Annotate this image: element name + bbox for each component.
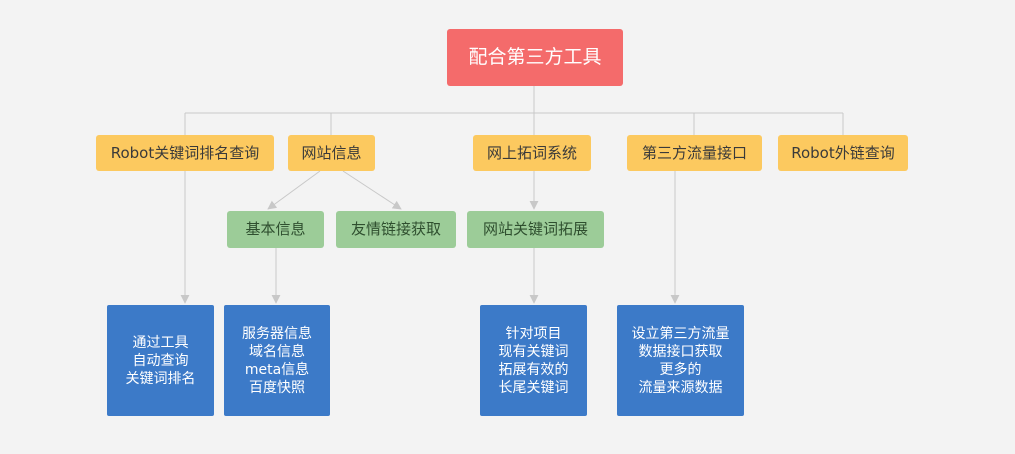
leaf-line: 域名信息: [249, 343, 305, 360]
branch-third-party-traffic-api: 第三方流量接口: [627, 135, 762, 171]
leaf-line: 关键词排名: [125, 370, 196, 387]
branch-site-info: 网站信息: [288, 135, 375, 171]
leaf-line: 流量来源数据: [638, 379, 723, 396]
sub-label: 网站关键词拓展: [482, 220, 588, 238]
branch-keyword-expansion-system: 网上拓词系统: [473, 135, 591, 171]
sub-label: 基本信息: [245, 220, 306, 238]
leaf-line: 服务器信息: [242, 325, 312, 342]
leaf-line: 拓展有效的: [498, 361, 569, 378]
leaf-line: 设立第三方流量: [631, 325, 730, 342]
leaf-line: 长尾关键词: [498, 379, 569, 396]
leaf-line: 更多的: [659, 361, 702, 378]
root-node: 配合第三方工具: [447, 29, 623, 86]
branch-label: 第三方流量接口: [641, 143, 747, 162]
leaf-line: 通过工具: [132, 334, 189, 351]
leaf-auto-ranking-query: 通过工具 自动查询 关键词排名: [107, 305, 214, 416]
branch-label: Robot外链查询: [791, 143, 895, 162]
sub-friend-link-fetch: 友情链接获取: [336, 211, 456, 248]
branch-robot-backlink-query: Robot外链查询: [778, 135, 908, 171]
leaf-traffic-source-data: 设立第三方流量 数据接口获取 更多的 流量来源数据: [617, 305, 744, 416]
sub-site-keyword-expansion: 网站关键词拓展: [467, 211, 604, 248]
root-label: 配合第三方工具: [468, 46, 602, 68]
leaf-line: 数据接口获取: [638, 343, 723, 360]
branch-label: 网上拓词系统: [486, 143, 577, 162]
branch-label: 网站信息: [301, 143, 362, 162]
leaf-line: meta信息: [244, 361, 310, 378]
leaf-line: 自动查询: [132, 352, 189, 369]
leaf-long-tail-keywords: 针对项目 现有关键词 拓展有效的 长尾关键词: [480, 305, 587, 416]
leaf-line: 现有关键词: [498, 343, 569, 360]
leaf-line: 针对项目: [505, 325, 562, 342]
branch-label: Robot关键词排名查询: [110, 143, 260, 162]
arrow-branch2-sub1: [267, 170, 321, 210]
sub-basic-info: 基本信息: [227, 211, 324, 248]
sub-label: 友情链接获取: [350, 220, 441, 238]
branch-robot-keyword-ranking: Robot关键词排名查询: [96, 135, 274, 171]
leaf-line: 百度快照: [249, 379, 305, 396]
leaf-server-domain-meta: 服务器信息 域名信息 meta信息 百度快照: [224, 305, 330, 416]
arrow-branch2-sub2: [342, 170, 402, 210]
